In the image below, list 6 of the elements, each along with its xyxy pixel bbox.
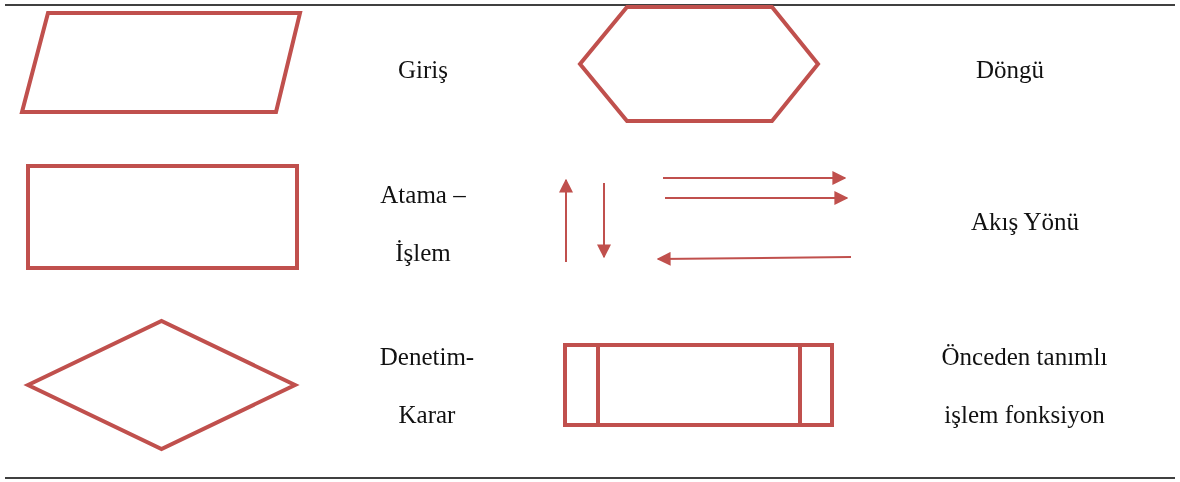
symbol-name: Atama – İşlem — [379, 180, 467, 268]
symbol-name: Giriş — [397, 55, 449, 85]
symbol-name: Önceden tanımlı işlem fonksiyon — [940, 342, 1109, 430]
symbol-name: Denetim- Karar — [378, 342, 476, 430]
symbol-name: Akış Yönü — [969, 207, 1081, 237]
symbol-name: Döngü — [974, 55, 1046, 85]
